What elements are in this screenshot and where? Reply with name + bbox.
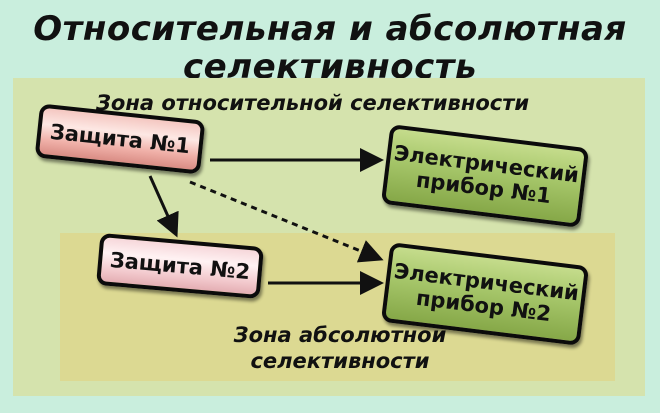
relative-zone-label: Зона относительной селективности [96,91,530,115]
absolute-zone-label-line1: Зона абсолютной [233,323,447,347]
arrow-p1-to-p2 [148,175,179,238]
diagram-title-line1: Относительная и абсолютная [33,9,627,49]
protection-2-label: Защита №2 [108,247,252,285]
absolute-zone-label-line2: селективности [250,349,430,373]
protection-1-label: Защита №1 [48,119,192,159]
absolute-zone-label: Зона абсолютной селективности [210,322,470,374]
arrow-p1-to-d2-dashed [189,180,384,263]
